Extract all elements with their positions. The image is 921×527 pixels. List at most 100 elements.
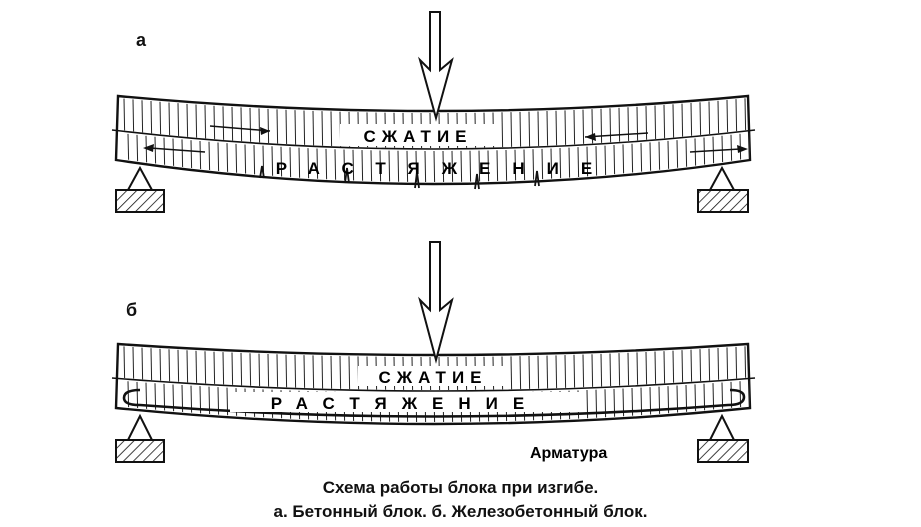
hatch-line xyxy=(370,150,373,182)
panel-b-load-arrow xyxy=(418,241,454,364)
hatch-line xyxy=(645,106,648,140)
panel-a-left-support xyxy=(115,165,165,213)
hatch-line xyxy=(424,150,427,182)
hatch-line xyxy=(564,110,567,145)
hatch-line xyxy=(321,111,324,146)
hatch-line xyxy=(222,106,225,140)
hatch-line xyxy=(667,140,670,169)
panel-a-compression-bg xyxy=(340,124,496,146)
hatch-line xyxy=(168,102,171,136)
hatch-line xyxy=(451,150,454,182)
hatch-line xyxy=(123,98,126,131)
hatch-line xyxy=(433,150,436,183)
hatch-line xyxy=(577,147,580,177)
hatch-line xyxy=(654,105,657,139)
hatch-line xyxy=(681,103,684,137)
hatch-line xyxy=(586,146,589,177)
hatch-line xyxy=(267,353,270,387)
panel-a-cracks xyxy=(259,165,540,190)
hatch-line xyxy=(649,142,652,171)
hatch-line xyxy=(132,99,135,132)
hatch-line xyxy=(591,354,594,387)
hatch-line xyxy=(627,352,630,386)
panel-a-right-support xyxy=(697,165,749,213)
hatch-line xyxy=(541,148,544,180)
hatch-line xyxy=(240,107,243,142)
hatch-line xyxy=(276,109,279,144)
hatch-line xyxy=(609,108,612,143)
hatch-line xyxy=(321,355,324,389)
hatch-line xyxy=(748,380,751,407)
hatch-line xyxy=(231,106,234,141)
hatch-line xyxy=(141,347,144,380)
hatch-line xyxy=(735,346,738,379)
hatch-line xyxy=(348,356,351,390)
hatch-line xyxy=(622,144,625,174)
hatch-line xyxy=(231,352,234,385)
hatch-line xyxy=(568,147,571,178)
hatch-line xyxy=(460,150,463,182)
panel-a-load-arrow xyxy=(418,11,454,122)
hatch-line xyxy=(672,350,675,383)
hatch-line xyxy=(213,351,216,384)
hatch-line xyxy=(546,355,549,389)
hatch-line xyxy=(744,98,747,131)
caption-line-1: Схема работы блока при изгибе. xyxy=(322,478,599,497)
hatch-line xyxy=(726,99,729,133)
hatch-line xyxy=(141,100,144,133)
panel-a-beam: СЖАТИЕ РАСТЯЖЕНИЕ xyxy=(111,94,756,190)
hatch-line xyxy=(744,346,747,378)
hatch-line xyxy=(280,146,283,177)
panel-b-tension-label: РАСТЯЖЕНИЕ xyxy=(271,394,539,413)
hatch-line xyxy=(600,108,603,143)
hatch-line xyxy=(699,102,702,135)
hatch-line xyxy=(168,349,171,382)
hatch-line xyxy=(721,135,724,163)
hatch-line xyxy=(478,150,481,182)
hatch-line xyxy=(690,102,693,136)
hatch-line xyxy=(213,105,216,140)
hatch-line xyxy=(334,149,337,180)
hatch-line xyxy=(271,146,274,176)
hatch-line xyxy=(645,351,648,385)
hatch-line xyxy=(190,140,193,169)
hatch-line xyxy=(388,150,391,182)
hatch-line xyxy=(123,346,126,378)
hatch-line xyxy=(510,356,513,390)
hatch-line xyxy=(748,132,751,159)
hatch-line xyxy=(627,107,630,142)
panel-b-tension-bg xyxy=(230,392,580,412)
hatch-line xyxy=(177,349,180,382)
hatch-line xyxy=(406,150,409,182)
hatch-line xyxy=(181,139,184,167)
panel-a-label: а xyxy=(136,30,147,50)
hatch-line xyxy=(244,144,247,174)
hatch-line xyxy=(150,100,153,134)
hatch-line xyxy=(532,149,535,180)
hatch-line xyxy=(699,349,702,382)
hatch-line xyxy=(519,356,522,390)
hatch-line xyxy=(303,355,306,388)
hatch-line xyxy=(546,111,549,146)
panel-b-rebar xyxy=(122,388,746,418)
hatch-line xyxy=(159,101,162,135)
hatch-line xyxy=(537,111,540,147)
hatch-line xyxy=(159,348,162,381)
hatch-line xyxy=(258,353,261,387)
hatch-line xyxy=(555,355,558,389)
hatch-line xyxy=(325,148,328,180)
hatch-line xyxy=(555,110,558,146)
panel-a-compression-arrows xyxy=(209,125,649,141)
hatch-line xyxy=(352,149,355,181)
panel-b-label: б xyxy=(126,300,138,320)
hatch-line xyxy=(208,141,211,171)
hatch-line xyxy=(618,353,621,386)
hatch-line xyxy=(330,355,333,389)
panel-b-compression-bg xyxy=(358,366,508,386)
hatch-line xyxy=(186,103,189,137)
hatch-line xyxy=(564,355,567,388)
hatch-line xyxy=(303,110,306,145)
hatch-line xyxy=(658,141,661,170)
